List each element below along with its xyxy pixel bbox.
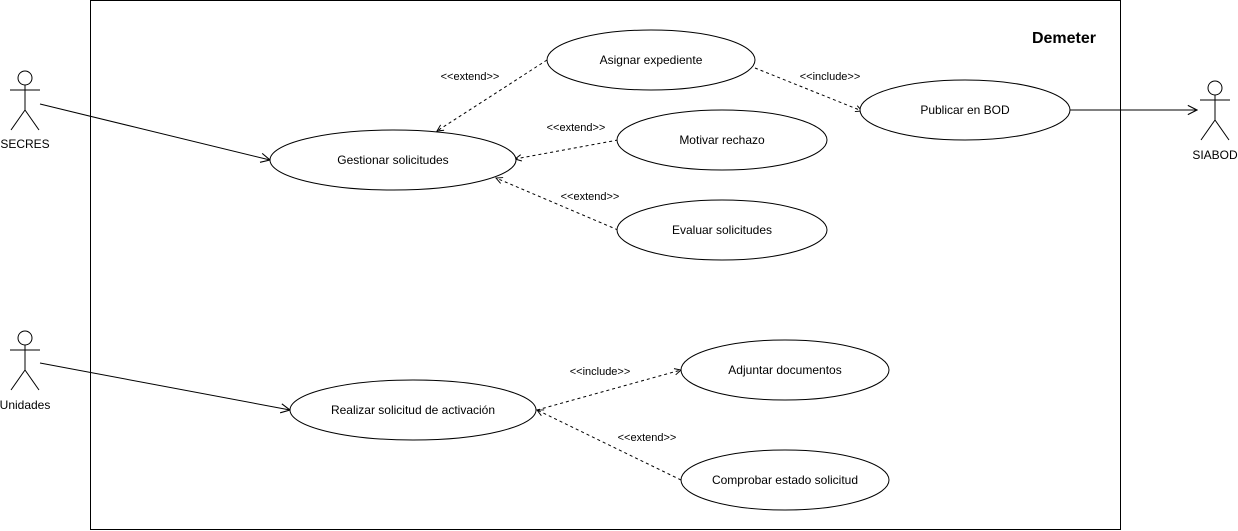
use-case-motivar-label: Motivar rechazo [679, 133, 765, 147]
actor-siabod[interactable] [1200, 80, 1230, 141]
actor-siabod-label: SIABOD [1192, 148, 1238, 162]
use-case-asignar-expediente[interactable]: Asignar expediente [546, 29, 756, 91]
extend-comprobar-to-realizar [537, 410, 682, 481]
include-realizar-to-adjuntar [536, 370, 681, 411]
use-case-evaluar-solicitudes[interactable]: Evaluar solicitudes [616, 199, 828, 261]
use-case-asignar-label: Asignar expediente [600, 53, 703, 67]
use-case-realizar-label: Realizar solicitud de activación [331, 403, 495, 417]
label-include-adjuntar: <<include>> [570, 366, 631, 378]
actor-secres[interactable] [10, 70, 40, 131]
use-case-motivar-rechazo[interactable]: Motivar rechazo [616, 109, 828, 171]
system-boundary [90, 0, 1121, 530]
actor-secres-label: SECRES [0, 137, 49, 151]
use-case-evaluar-label: Evaluar solicitudes [672, 223, 772, 237]
include-asignar-to-publicar [754, 67, 862, 111]
label-extend-evaluar: <<extend>> [561, 191, 620, 203]
label-extend-motivar: <<extend>> [547, 122, 606, 134]
association-unidades-realizar [39, 362, 290, 410]
use-case-adjuntar-documentos[interactable]: Adjuntar documentos [680, 339, 890, 401]
label-include-publicar: <<include>> [800, 71, 861, 83]
use-case-gestionar-label: Gestionar solicitudes [337, 153, 448, 167]
extend-asignar-to-gestionar [437, 59, 548, 131]
label-extend-asignar: <<extend>> [441, 71, 500, 83]
extend-motivar-to-gestionar [515, 139, 619, 159]
label-extend-comprobar: <<extend>> [618, 432, 677, 444]
actor-unidades-label: Unidades [0, 398, 50, 412]
association-secres-gestionar [39, 103, 270, 160]
system-title: Demeter [1032, 30, 1096, 47]
use-case-gestionar-solicitudes[interactable]: Gestionar solicitudes [269, 129, 517, 191]
actor-unidades[interactable] [10, 330, 40, 391]
use-case-comprobar-estado[interactable]: Comprobar estado solicitud [680, 449, 890, 511]
use-case-publicar-bod[interactable]: Publicar en BOD [859, 79, 1071, 141]
use-case-realizar-solicitud[interactable]: Realizar solicitud de activación [289, 379, 537, 441]
extend-evaluar-to-gestionar [496, 178, 619, 231]
use-case-publicar-label: Publicar en BOD [920, 103, 1010, 117]
use-case-comprobar-label: Comprobar estado solicitud [712, 473, 858, 487]
use-case-adjuntar-label: Adjuntar documentos [728, 363, 841, 377]
